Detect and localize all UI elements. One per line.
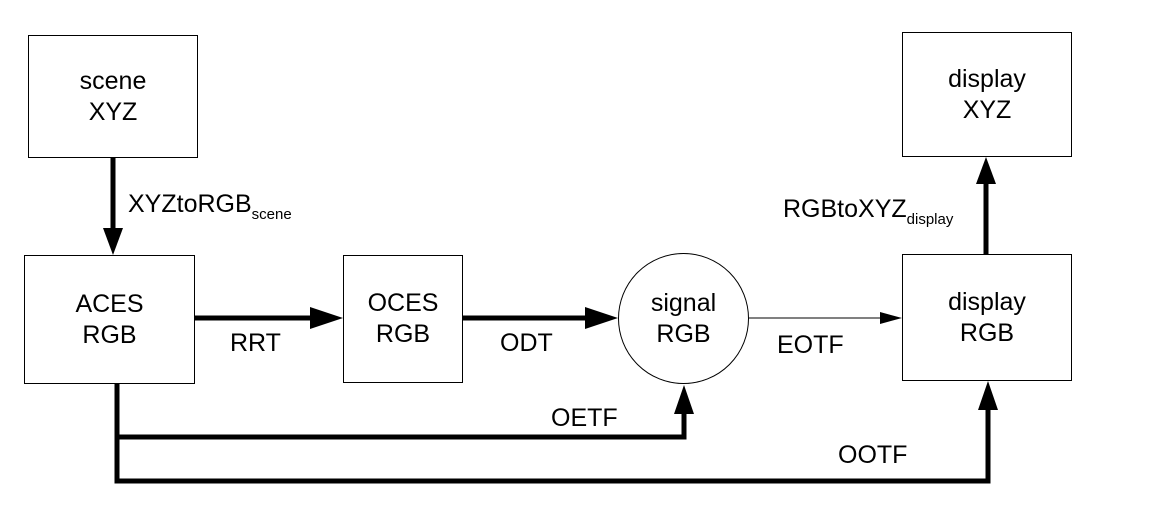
node-display-xyz-line1: display [948, 64, 1026, 93]
node-signal-rgb-line2: RGB [656, 319, 711, 348]
arrowhead-oetf [674, 385, 694, 414]
label-eotf: EOTF [777, 331, 844, 359]
node-scene-xyz-line1: scene [79, 66, 147, 95]
label-rgb-to-xyz-sub: display [906, 211, 954, 228]
node-aces-rgb: ACES RGB [24, 255, 195, 384]
arrowhead-ootf [978, 381, 998, 410]
node-display-xyz-line2: XYZ [962, 95, 1012, 124]
label-xyz-to-rgb-main: XYZtoRGB [128, 190, 252, 218]
node-display-rgb: display RGB [902, 254, 1072, 381]
label-xyz-to-rgb-sub: scene [251, 206, 292, 223]
arrowhead-scene-to-aces [103, 228, 123, 255]
label-rgb-to-xyz-display: RGBtoXYZdisplay [783, 195, 954, 228]
node-scene-xyz: scene XYZ [28, 35, 198, 158]
node-scene-xyz-line2: XYZ [88, 97, 138, 126]
node-signal-rgb-line1: signal [650, 288, 717, 317]
node-display-rgb-line1: display [948, 287, 1026, 316]
label-ootf: OOTF [838, 441, 908, 469]
label-oetf: OETF [551, 404, 618, 432]
node-oces-rgb-line1: OCES [367, 289, 439, 317]
node-oces-rgb-line2: RGB [375, 320, 431, 348]
node-oces-rgb: OCES RGB [343, 255, 463, 383]
label-odt: ODT [500, 329, 553, 357]
label-rrt: RRT [230, 329, 281, 357]
node-signal-rgb: signal RGB [618, 253, 749, 384]
arrow-ootf [114, 405, 991, 484]
arrow-oetf [114, 384, 687, 440]
label-rgb-to-xyz-main: RGBtoXYZ [783, 195, 907, 223]
arrowhead-odt [585, 307, 618, 329]
node-aces-rgb-line2: RGB [82, 320, 137, 349]
arrowhead-rrt [310, 307, 343, 329]
arrowhead-display-to-xyz [976, 157, 996, 184]
arrowhead-eotf [880, 312, 902, 324]
node-display-xyz: display XYZ [902, 32, 1072, 157]
node-display-rgb-line2: RGB [959, 318, 1015, 347]
node-aces-rgb-line1: ACES [75, 289, 144, 318]
label-xyz-to-rgb-scene: XYZtoRGBscene [128, 190, 292, 223]
